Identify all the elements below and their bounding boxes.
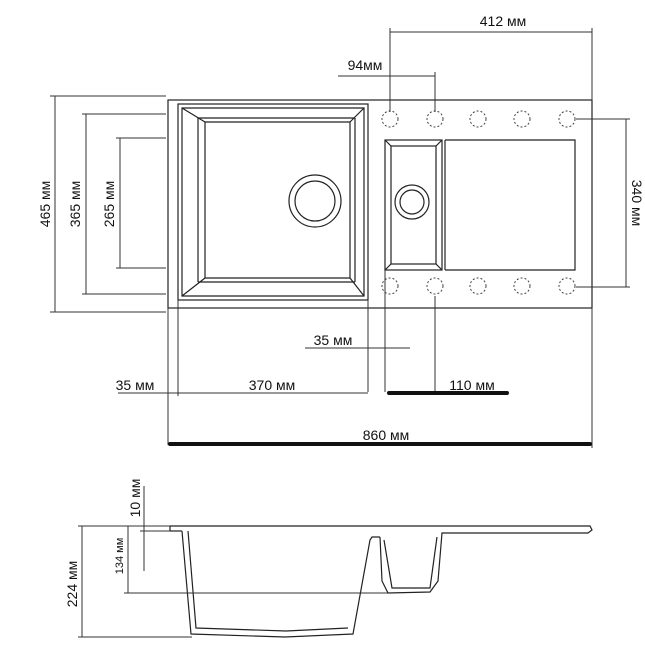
dimension-365-label: 365 мм	[67, 181, 83, 228]
tap-hole-icon	[426, 110, 444, 128]
dimension-340-label: 340 мм	[629, 180, 645, 227]
dimension-35-left-label: 35 мм	[116, 377, 155, 393]
dimension-35-left: 35 мм	[116, 300, 179, 445]
small-bowl	[384, 139, 443, 271]
main-bowl	[177, 103, 369, 301]
small-drain-inner	[399, 189, 425, 215]
dimension-94-label: 94мм	[348, 57, 383, 73]
dimension-35-inner: 35 мм	[305, 270, 410, 392]
dimension-134: 134 мм	[114, 526, 388, 594]
sink-side-view	[169, 525, 593, 638]
dimension-110: 110 мм	[387, 296, 509, 395]
dimension-110-label: 110 мм	[449, 377, 494, 393]
tap-hole-icon	[381, 277, 399, 295]
main-drain-inner	[294, 180, 336, 222]
dimension-465: 465 мм	[37, 95, 166, 313]
tap-hole-icon	[513, 110, 531, 128]
dimension-340: 340 мм	[576, 118, 645, 288]
dimension-412-label: 412 мм	[480, 13, 527, 29]
dimension-370: 370 мм	[178, 377, 368, 394]
dimension-412: 412 мм	[389, 13, 593, 112]
tap-holes	[381, 110, 576, 295]
dimension-224-label: 224 мм	[64, 561, 80, 608]
sink-top-view	[167, 99, 593, 309]
drainboard	[444, 139, 576, 271]
dimension-224: 224 мм	[64, 525, 192, 638]
tap-hole-icon	[469, 110, 487, 128]
dimension-370-label: 370 мм	[249, 377, 296, 393]
dimension-860: 860 мм	[168, 308, 593, 448]
dimension-365: 365 мм	[67, 113, 166, 295]
tap-hole-icon	[513, 277, 531, 295]
dimension-10: 10 мм	[127, 479, 170, 532]
tap-hole-icon	[469, 277, 487, 295]
tap-hole-icon	[381, 110, 399, 128]
tap-hole-icon	[426, 277, 444, 295]
dimension-860-label: 860 мм	[363, 427, 410, 443]
sink-outline	[167, 99, 593, 309]
dimension-265-label: 265 мм	[101, 181, 117, 228]
tap-hole-icon	[558, 277, 576, 295]
dimension-94: 94мм	[338, 57, 436, 112]
dimension-265: 265 мм	[101, 137, 166, 269]
tap-hole-icon	[558, 110, 576, 128]
dimension-465-label: 465 мм	[37, 181, 53, 228]
main-drain-outer	[288, 174, 342, 228]
dimension-10-label: 10 мм	[127, 479, 143, 518]
dimension-35-inner-label: 35 мм	[314, 332, 353, 348]
small-drain-outer	[394, 184, 430, 220]
dimension-134-label: 134 мм	[114, 538, 126, 575]
